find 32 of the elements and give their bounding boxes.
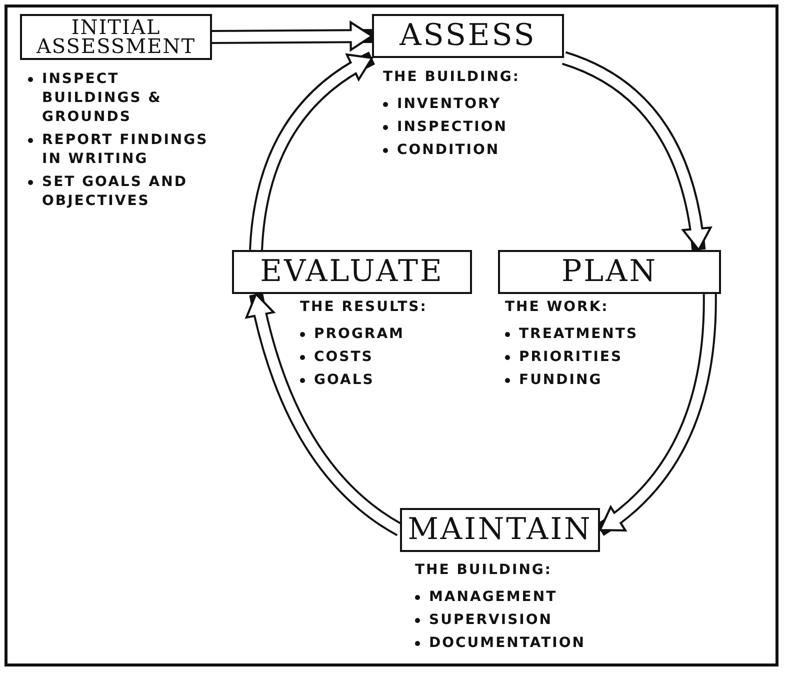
list-item: REPORT FINDINGS IN WRITING: [42, 131, 210, 169]
list-item: MANAGEMENT: [429, 588, 558, 607]
list-item: INSPECTION: [397, 118, 508, 137]
list-item: GOALS: [314, 371, 374, 390]
stage-title: INITIAL ASSESSMENT: [35, 18, 197, 56]
hollow-arrow: [212, 21, 374, 51]
list-item: INVENTORY: [397, 95, 502, 114]
list-item: TREATMENTS: [519, 325, 638, 344]
list-item: SET GOALS AND OBJECTIVES: [42, 173, 188, 211]
list-heading: THE BUILDING:: [415, 561, 554, 580]
list-item: INSPECT BUILDINGS & GROUNDS: [42, 70, 163, 127]
list-item: PRIORITIES: [519, 348, 623, 367]
stage-title: ASSESS: [400, 22, 536, 50]
list-heading: THE WORK:: [505, 298, 610, 317]
stage-box: [372, 14, 564, 58]
stage-title: MAINTAIN: [408, 516, 592, 544]
list-item: CONDITION: [397, 141, 500, 160]
list-heading: THE BUILDING:: [383, 68, 522, 87]
list-item: COSTS: [314, 348, 374, 367]
list-item: FUNDING: [519, 371, 602, 390]
list-item: PROGRAM: [314, 325, 404, 344]
list-heading: THE RESULTS:: [300, 298, 428, 317]
stage-box: [498, 250, 721, 294]
stage-box: [232, 250, 472, 294]
stage-title: EVALUATE: [260, 258, 444, 286]
stage-title: PLAN: [561, 258, 658, 286]
stage-box: [20, 14, 212, 60]
hollow-arrow: [249, 52, 376, 251]
stage-box: [400, 508, 600, 552]
hollow-arrow: [562, 51, 711, 252]
list-item: SUPERVISION: [429, 611, 553, 630]
list-item: DOCUMENTATION: [429, 634, 586, 653]
